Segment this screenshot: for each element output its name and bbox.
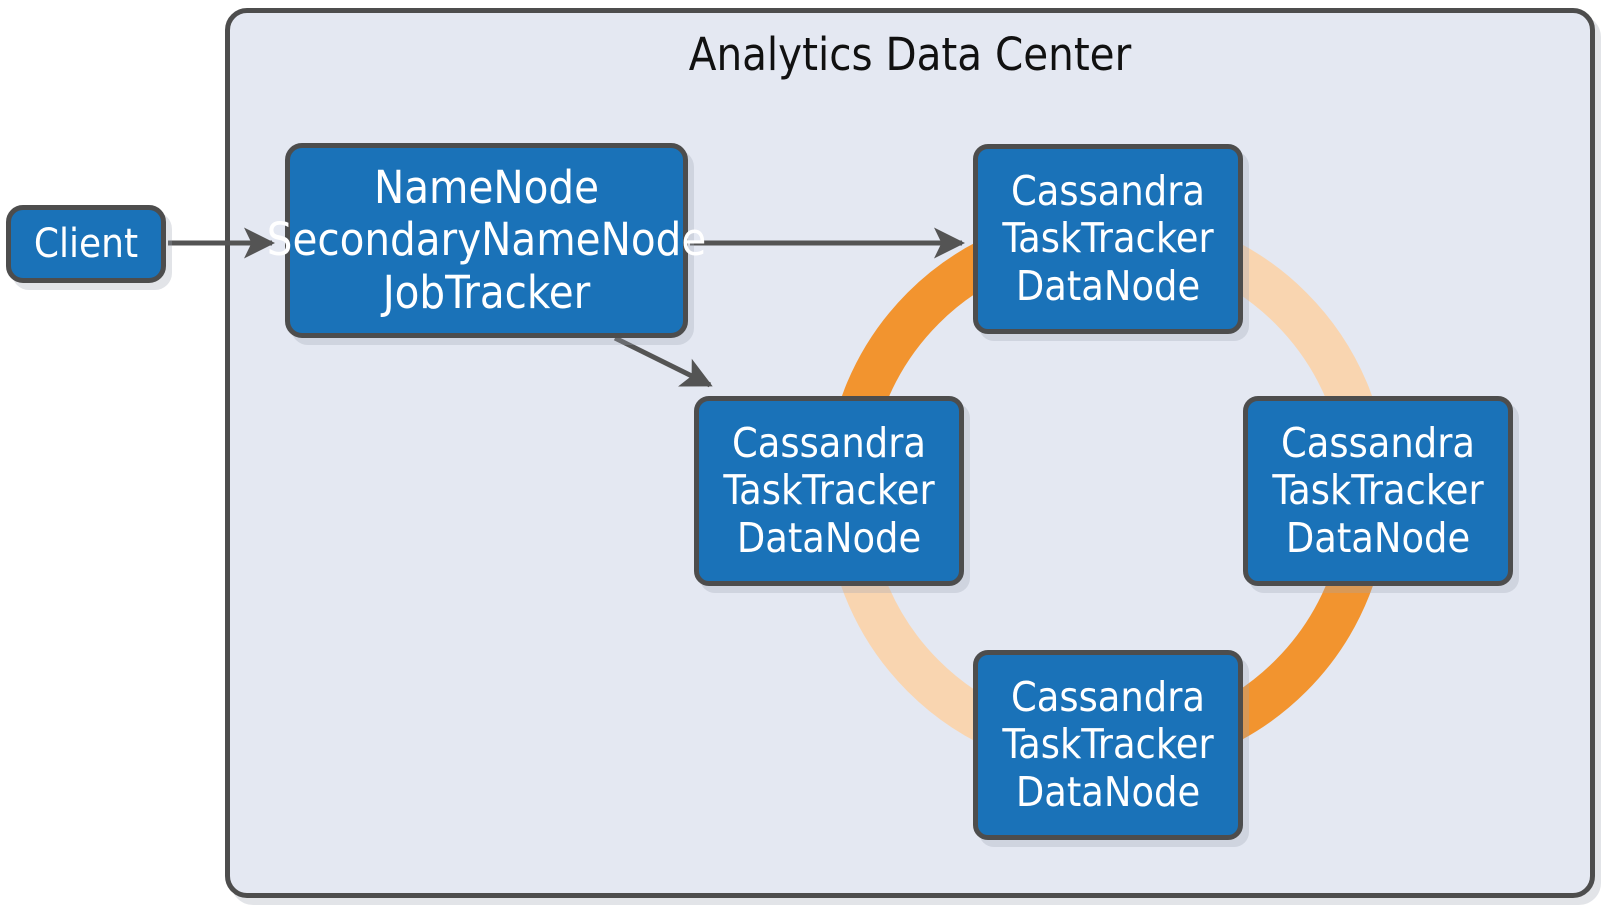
cassandra-node-left[interactable]: Cassandra TaskTracker DataNode	[694, 396, 964, 586]
client-node[interactable]: Client	[6, 205, 166, 283]
cassandra-node-right[interactable]: Cassandra TaskTracker DataNode	[1243, 396, 1513, 586]
master-node-line-2: SecondaryNameNode	[266, 213, 707, 267]
cassandra-node-left-line-1: Cassandra	[732, 418, 926, 467]
cassandra-node-right-line-3: DataNode	[1285, 513, 1471, 562]
master-node[interactable]: NameNode SecondaryNameNode JobTracker	[267, 143, 706, 338]
cassandra-node-right-line-2: TaskTracker	[1272, 466, 1484, 515]
master-node-line-1: NameNode	[373, 161, 600, 215]
cassandra-node-bottom-line-3: DataNode	[1015, 767, 1201, 816]
cassandra-node-top-right-line-3: DataNode	[1015, 261, 1201, 310]
cassandra-node-bottom-line-2: TaskTracker	[1002, 720, 1214, 769]
cassandra-node-top-right-line-2: TaskTracker	[1002, 214, 1214, 263]
cassandra-node-bottom[interactable]: Cassandra TaskTracker DataNode	[973, 650, 1243, 840]
cassandra-node-bottom-line-1: Cassandra	[1011, 672, 1205, 721]
page-title: Analytics Data Center	[688, 28, 1132, 81]
client-node-label: Client	[33, 220, 139, 267]
master-node-line-3: JobTracker	[382, 265, 591, 319]
cassandra-node-top-right-line-1: Cassandra	[1011, 166, 1205, 215]
cassandra-node-left-line-2: TaskTracker	[723, 466, 935, 515]
cassandra-node-right-line-1: Cassandra	[1281, 418, 1475, 467]
arrow-master-to-left-node	[613, 335, 713, 388]
cassandra-node-top-right[interactable]: Cassandra TaskTracker DataNode	[973, 144, 1243, 334]
cassandra-node-left-line-3: DataNode	[736, 513, 922, 562]
